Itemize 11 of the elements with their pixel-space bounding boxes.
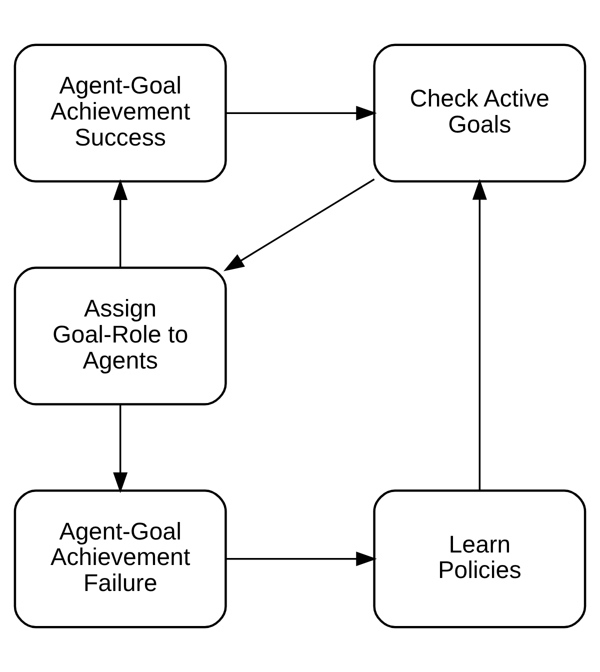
- node-box: Check Active Goals: [373, 44, 586, 182]
- node-box: Assign Goal-Role to Agents: [14, 266, 227, 406]
- node-box: Agent-Goal Achievement Success: [14, 44, 227, 182]
- node-box: Agent-Goal Achievement Failure: [14, 490, 227, 628]
- arrow: [113, 179, 128, 268]
- arrow: [472, 178, 487, 490]
- arrow: [113, 404, 128, 494]
- node-box: Learn Policies: [373, 490, 586, 628]
- arrow: [226, 552, 377, 566]
- arrow: [226, 106, 377, 120]
- arrow: [223, 178, 375, 272]
